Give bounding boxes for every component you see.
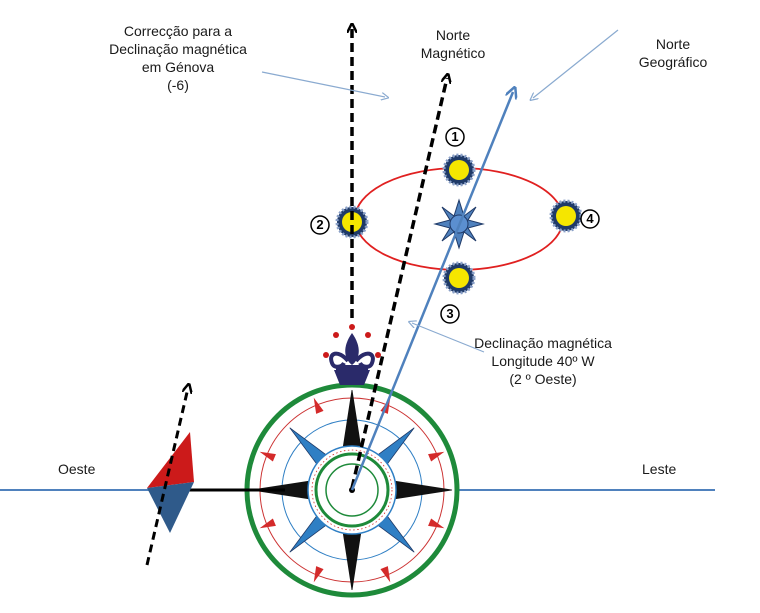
label-east: Leste — [642, 461, 677, 477]
leader-geographic — [533, 29, 619, 98]
position-marker-1 — [445, 127, 465, 147]
position-number-4: 4 — [586, 211, 594, 226]
leader-correction — [261, 71, 385, 97]
label-west: Oeste — [58, 461, 96, 477]
sun-icon — [549, 199, 583, 233]
magnetic-needle-icon — [145, 388, 194, 566]
magnetic-north-arrow — [350, 78, 447, 489]
position-number-1: 1 — [451, 129, 459, 144]
label-declination: Declinação magnética Longitude 40º W (2 … — [474, 335, 612, 387]
geographic-north-arrow — [350, 92, 513, 491]
position-number-2: 2 — [316, 217, 324, 232]
sun-icon — [442, 153, 476, 187]
position-number-3: 3 — [446, 306, 454, 321]
position-marker-4 — [580, 209, 600, 229]
position-marker-3 — [440, 304, 460, 324]
label-magnetic-north: Norte Magnético — [420, 27, 486, 61]
sun-icon — [442, 261, 476, 295]
fleur-de-lis-icon — [323, 324, 381, 385]
label-correction: Correcção para a Declinação magnética em… — [109, 23, 247, 93]
label-geographic-north: Norte Geográfico — [638, 36, 708, 70]
leader-declination — [412, 323, 485, 353]
position-marker-2 — [310, 215, 330, 235]
